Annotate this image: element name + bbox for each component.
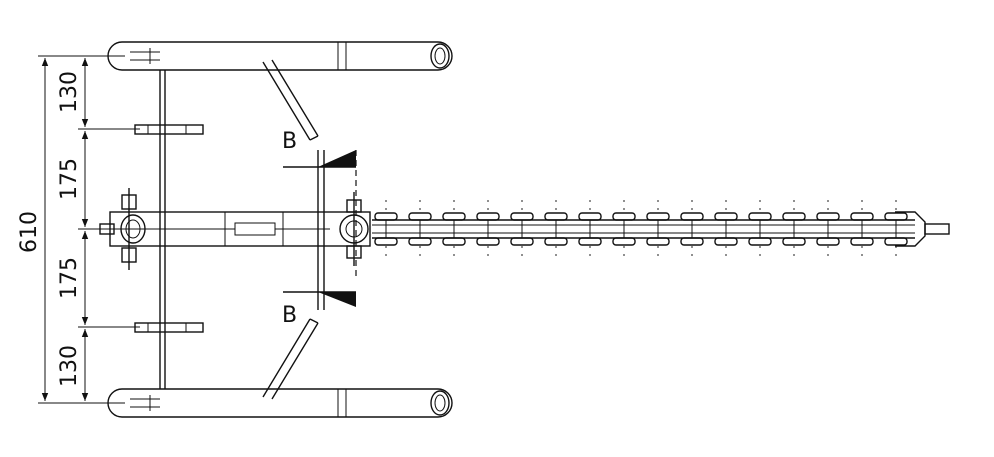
chain-link bbox=[408, 200, 432, 262]
chain-link bbox=[850, 200, 874, 262]
chain-link bbox=[714, 200, 738, 262]
section-label-top: B bbox=[282, 129, 297, 154]
dimension-total: 610 bbox=[17, 211, 42, 253]
chain-link bbox=[816, 200, 840, 262]
upper-bracket bbox=[134, 124, 204, 135]
dimension-segment-3: 175 bbox=[57, 257, 82, 299]
rear-bolt bbox=[120, 188, 146, 270]
dimension-segment-2: 175 bbox=[57, 158, 82, 200]
section-mark-bottom bbox=[283, 291, 356, 307]
chain-link bbox=[646, 200, 670, 262]
chain-link bbox=[612, 200, 636, 262]
chain-link bbox=[578, 200, 602, 262]
bottom-frame-tube bbox=[107, 388, 453, 418]
top-frame-tube bbox=[107, 41, 453, 71]
chain-link bbox=[782, 200, 806, 262]
section-mark-top bbox=[283, 150, 357, 280]
chain-link bbox=[884, 200, 908, 262]
chain-link bbox=[510, 200, 534, 262]
chain-link bbox=[374, 200, 398, 262]
chain-link bbox=[442, 200, 466, 262]
upper-diagonal-brace bbox=[262, 59, 319, 141]
drive-chain bbox=[372, 200, 926, 262]
chain-end-fork bbox=[895, 211, 926, 247]
lower-diagonal-brace bbox=[262, 318, 319, 400]
central-beam bbox=[99, 150, 371, 310]
chain-link bbox=[748, 200, 772, 262]
chain-end-pin bbox=[924, 223, 950, 235]
dimension-lines bbox=[38, 55, 140, 404]
chain-link bbox=[680, 200, 704, 262]
dimension-segment-1: 130 bbox=[57, 71, 82, 113]
section-label-bottom: B bbox=[282, 303, 297, 328]
lower-bracket bbox=[134, 322, 204, 333]
chain-link bbox=[544, 200, 568, 262]
dimension-segment-4: 130 bbox=[57, 345, 82, 387]
chain-link bbox=[476, 200, 500, 262]
front-bolt bbox=[339, 192, 369, 266]
